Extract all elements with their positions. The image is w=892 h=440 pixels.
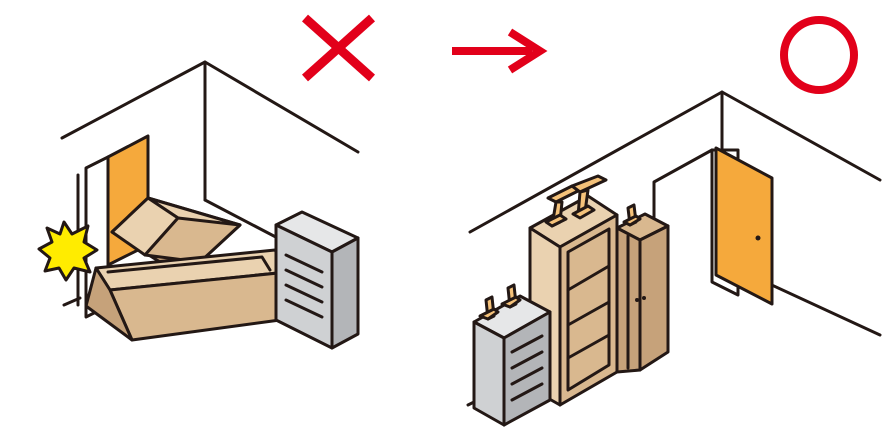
impact-burst-icon xyxy=(37,220,99,282)
fallen-low-cabinet xyxy=(84,248,290,342)
anti-tip-bracket-icon xyxy=(570,174,608,220)
right-gray-drawer-cabinet xyxy=(472,283,552,427)
anti-tip-bracket-icon xyxy=(544,184,582,228)
anti-tip-bracket-icon xyxy=(478,295,500,321)
right-door xyxy=(710,146,774,306)
arrow-right-icon xyxy=(452,28,548,74)
circle-mark-icon xyxy=(780,16,858,94)
wardrobe xyxy=(615,203,670,374)
toppled-cabinet xyxy=(110,196,242,264)
correct-example-scene xyxy=(466,90,882,427)
anti-tip-bracket-icon xyxy=(622,203,642,227)
cross-mark-icon xyxy=(301,14,376,82)
anti-tip-bracket-icon xyxy=(500,283,522,309)
wrong-example-scene xyxy=(37,60,360,350)
left-gray-drawer-cabinet xyxy=(274,210,360,350)
